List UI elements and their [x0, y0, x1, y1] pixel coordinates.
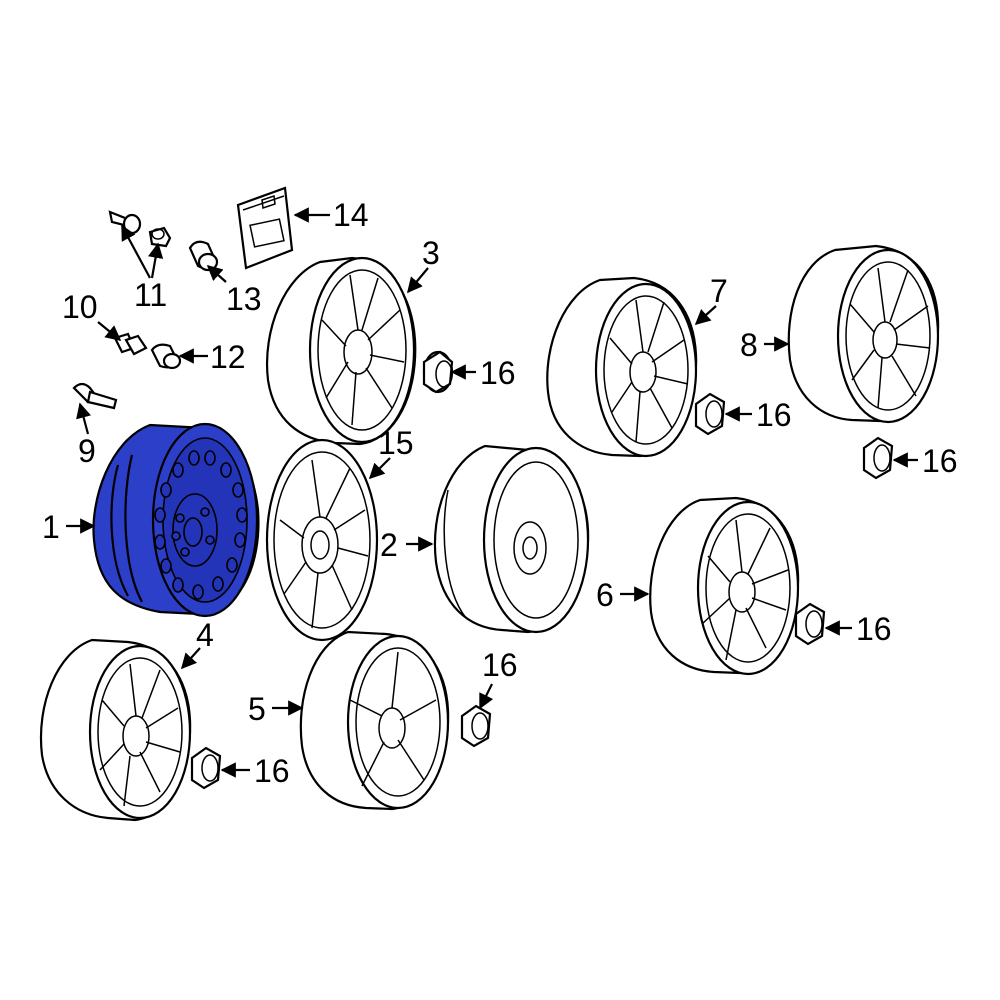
label-card-14[interactable] [236, 186, 294, 270]
callout-5: 5 [248, 691, 266, 727]
center-cap-16-b[interactable] [694, 392, 726, 436]
callout-15: 15 [378, 425, 414, 461]
valve-part-11[interactable] [108, 210, 172, 248]
alloy-wheel-5[interactable] [299, 630, 450, 811]
callout-10: 10 [62, 289, 98, 325]
valve-stem-9[interactable] [72, 382, 118, 410]
center-cap-16-e[interactable] [460, 704, 492, 748]
center-cap-16-a[interactable] [422, 350, 454, 394]
callout-11: 11 [134, 277, 167, 313]
callout-9: 9 [78, 433, 96, 469]
callout-1: 1 [42, 509, 60, 545]
callout-6: 6 [596, 577, 614, 613]
nut-12[interactable] [150, 343, 182, 370]
bolt-10[interactable] [113, 332, 148, 356]
wheel-cover-15[interactable] [265, 438, 379, 642]
alloy-wheel-8[interactable] [787, 244, 940, 424]
alloy-wheel-7[interactable] [546, 276, 698, 458]
leader-lines [66, 207, 918, 778]
alloy-wheel-6[interactable] [649, 496, 800, 676]
callout-4: 4 [196, 617, 214, 653]
steel-wheel-1[interactable] [92, 422, 260, 618]
callout-2: 2 [380, 527, 398, 563]
callout-3: 3 [422, 235, 440, 271]
callout-labels: 14 11 13 3 10 12 16 7 8 9 16 16 15 1 2 6… [42, 197, 958, 789]
callout-7: 7 [710, 273, 728, 309]
callout-16e: 16 [482, 647, 518, 683]
callout-16a: 16 [480, 355, 516, 391]
callout-16c: 16 [922, 443, 958, 479]
steel-wheel-2[interactable] [433, 444, 590, 634]
callout-16f: 16 [254, 753, 290, 789]
callout-12: 12 [210, 339, 246, 375]
callout-8: 8 [740, 327, 758, 363]
cap-13[interactable] [188, 240, 219, 272]
alloy-wheel-4[interactable] [39, 638, 192, 822]
center-cap-16-f[interactable] [190, 746, 222, 790]
callout-16b: 16 [756, 397, 792, 433]
callout-16d: 16 [856, 611, 892, 647]
alloy-wheel-3[interactable] [266, 256, 417, 446]
center-cap-16-c[interactable] [862, 436, 894, 480]
callout-14: 14 [333, 197, 369, 233]
center-cap-16-d[interactable] [794, 602, 826, 646]
callout-13: 13 [226, 281, 262, 317]
